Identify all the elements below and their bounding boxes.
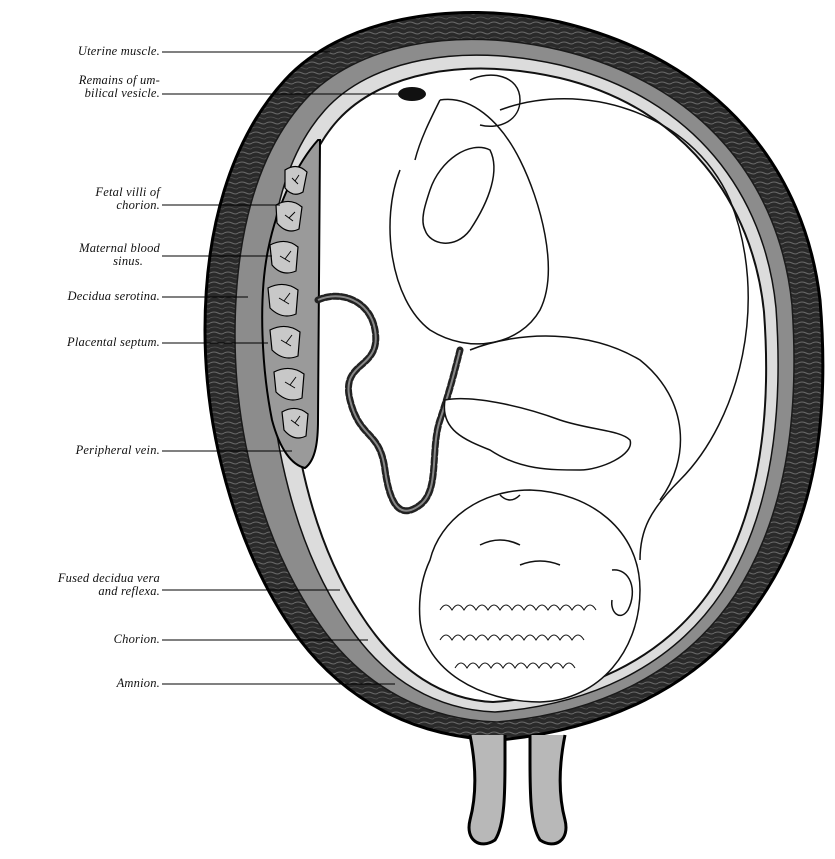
label-maternal-blood-sinus: Maternal blood sinus. (79, 242, 160, 268)
label-placental-septum: Placental septum. (67, 336, 160, 349)
label-fetal-villi: Fetal villi of chorion. (95, 186, 160, 212)
label-amnion: Amnion. (117, 677, 160, 690)
label-peripheral-vein: Peripheral vein. (76, 444, 160, 457)
cervix (469, 735, 566, 844)
label-remains-umbilical-vesicle: Remains of um- bilical vesicle. (79, 74, 160, 100)
label-chorion: Chorion. (114, 633, 160, 646)
label-decidua-serotina: Decidua serotina. (67, 290, 160, 303)
label-fused-decidua: Fused decidua vera and reflexa. (58, 572, 160, 598)
label-uterine-muscle: Uterine muscle. (78, 45, 160, 58)
umbilical-vesicle (398, 87, 426, 101)
